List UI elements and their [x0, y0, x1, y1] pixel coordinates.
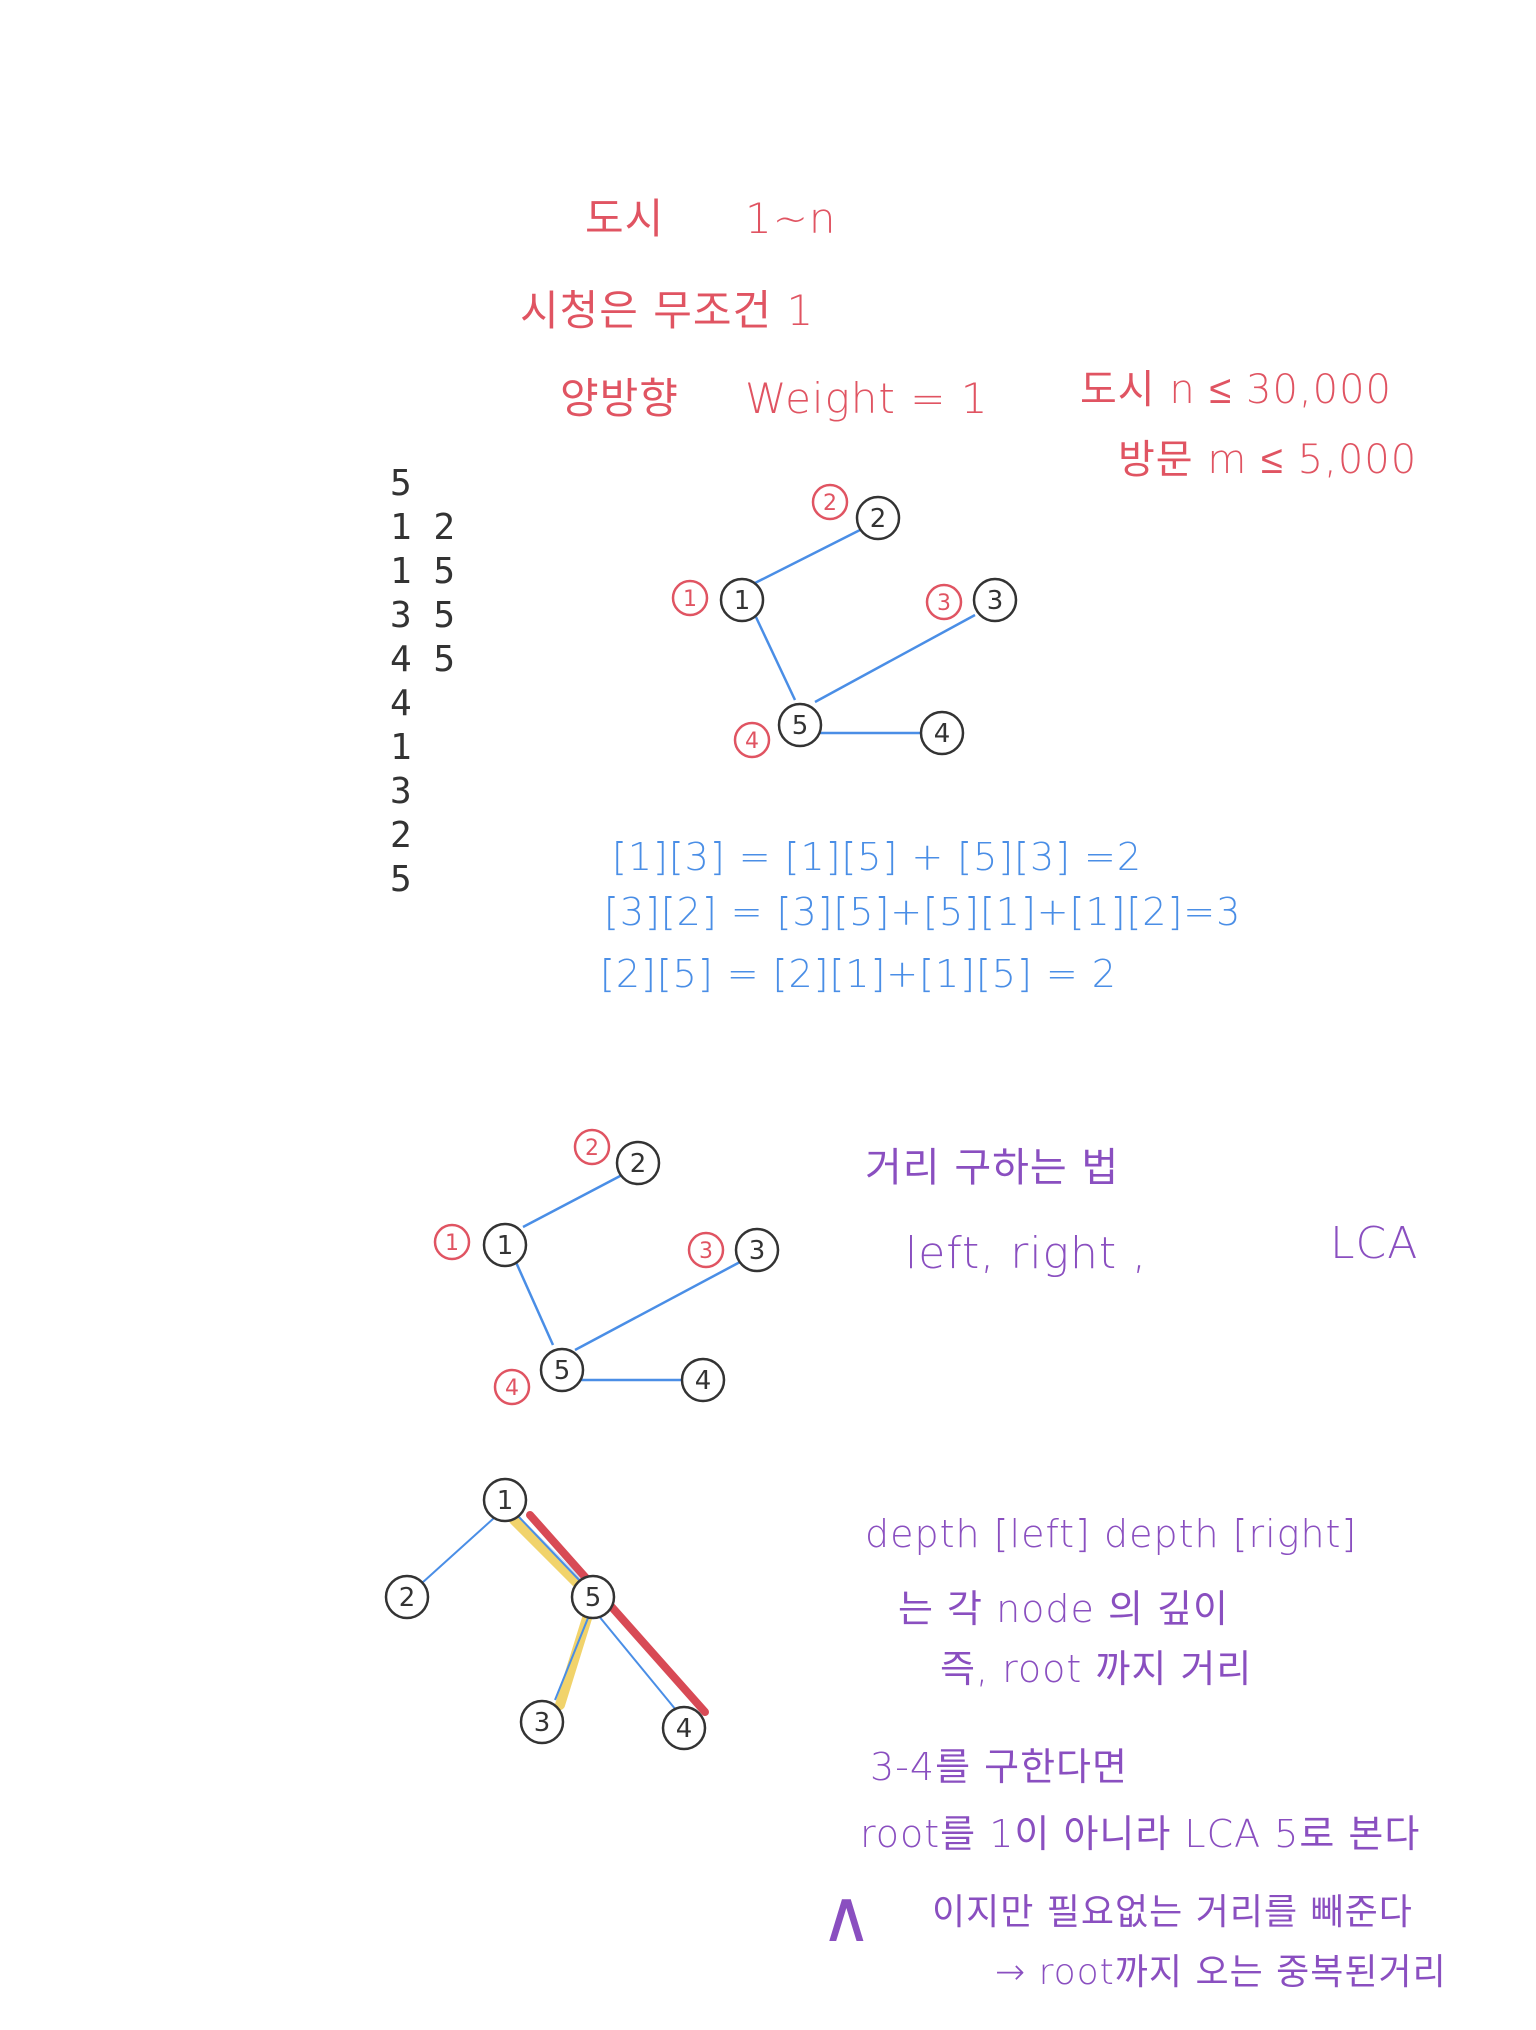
equation-2: [3][2] = [3][5]+[5][1]+[1][2]=3: [604, 890, 1242, 934]
order-label: 3: [699, 1239, 713, 1264]
order-circle: [493, 1368, 531, 1406]
order-label: 1: [445, 1231, 459, 1256]
order-circle: [433, 1223, 471, 1261]
edge-1-5: [753, 614, 797, 701]
node-label: 2: [630, 1149, 647, 1179]
edge-1-5: [517, 1515, 583, 1584]
wedge-mark: ∧: [820, 1874, 874, 1958]
city-label: 도시: [585, 194, 665, 243]
node-circle: [855, 495, 901, 541]
depth-desc-1: 는 각 node 의 깊이: [898, 1587, 1229, 1631]
order-circle: [811, 483, 849, 521]
constraint-city: 도시 n ≤ 30,000: [1080, 367, 1393, 413]
edge-1-5: [513, 1259, 555, 1346]
example-2: root를 1이 아니라 LCA 5로 본다: [860, 1812, 1421, 1856]
city-hall-note: 시청은 무조건 1: [520, 286, 815, 335]
order-label: 2: [585, 1136, 599, 1161]
order-label: 2: [823, 491, 837, 516]
node-label: 5: [585, 1583, 602, 1613]
node-label: 3: [534, 1708, 551, 1738]
order-label: 3: [937, 591, 951, 616]
input-line: 1: [390, 727, 412, 768]
edge-1-2: [522, 1173, 623, 1229]
input-line: 1 2: [390, 507, 456, 548]
node-circle: [570, 1574, 616, 1620]
node-label: 4: [676, 1714, 693, 1744]
node-circle: [519, 1699, 565, 1745]
constraint-visit: 방문 m ≤ 5,000: [1118, 437, 1418, 483]
edge-5-3: [554, 1617, 589, 1701]
equation-3: [2][5] = [2][1]+[1][5] = 2: [600, 952, 1117, 996]
node-circle: [719, 577, 765, 623]
node-circle: [384, 1574, 430, 1620]
edge-5-4: [597, 1614, 677, 1711]
depth-desc-2: 즉, root 까지 거리: [940, 1647, 1253, 1691]
city-range: 1~n: [745, 194, 837, 243]
order-circle: [733, 721, 771, 759]
order-label: 4: [745, 729, 759, 754]
node-label: 1: [734, 586, 751, 616]
edge-1-2: [421, 1517, 495, 1584]
input-line: 3 5: [390, 595, 456, 636]
order-circle: [671, 579, 709, 617]
node-circle: [661, 1705, 707, 1751]
input-line: 5: [390, 463, 412, 504]
input-column: 5 1 2 1 5 3 5 4 5 4 1 3 2 5: [390, 462, 455, 902]
node-label: 4: [695, 1366, 712, 1396]
method-title: 거리 구하는 법: [865, 1145, 1120, 1191]
edge-1-2: [754, 528, 861, 585]
example-4: → root까지 오는 중복된거리: [995, 1952, 1447, 1993]
method-lca: LCA: [1330, 1218, 1419, 1269]
node-circle: [972, 577, 1018, 623]
method-options: left, right ,: [905, 1228, 1148, 1279]
node-circle: [615, 1140, 661, 1186]
input-line: 5: [390, 859, 412, 900]
node-label: 5: [554, 1356, 571, 1386]
order-circle: [573, 1128, 611, 1166]
node-label: 2: [399, 1583, 416, 1613]
node-label: 2: [870, 504, 887, 534]
node-circle: [734, 1227, 780, 1273]
order-circle: [687, 1231, 725, 1269]
input-line: 4: [390, 683, 412, 724]
node-circle: [539, 1347, 585, 1393]
red-path: [526, 1511, 709, 1716]
input-line: 4 5: [390, 639, 456, 680]
node-circle: [482, 1477, 528, 1523]
input-line: 1 5: [390, 551, 456, 592]
input-line: 3: [390, 771, 412, 812]
node-circle: [777, 702, 823, 748]
example-1: 3-4를 구한다면: [870, 1745, 1128, 1789]
node-label: 1: [497, 1231, 514, 1261]
equation-1: [1][3] = [1][5] + [5][3] =2: [612, 835, 1143, 879]
depth-line: depth [left] depth [right]: [865, 1512, 1358, 1556]
weight-label: Weight = 1: [745, 374, 989, 423]
input-line: 2: [390, 815, 412, 856]
yellow-path-upper: [509, 1515, 593, 1599]
edge-5-3: [574, 1260, 741, 1352]
node-label: 5: [792, 711, 809, 741]
yellow-path-lower: [555, 1610, 593, 1710]
order-circle: [925, 583, 963, 621]
node-circle: [919, 710, 965, 756]
node-label: 4: [934, 719, 951, 749]
bidirectional-label: 양방향: [560, 374, 679, 423]
node-circle: [482, 1222, 528, 1268]
edge-5-3: [814, 613, 976, 704]
blur-highlight: [509, 1513, 597, 1600]
order-label: 1: [683, 587, 697, 612]
node-label: 1: [497, 1486, 514, 1516]
node-circle: [680, 1357, 726, 1403]
order-label: 4: [505, 1376, 519, 1401]
node-label: 3: [987, 586, 1004, 616]
node-label: 3: [749, 1236, 766, 1266]
example-3: 이지만 필요없는 거리를 빼준다: [932, 1892, 1413, 1933]
